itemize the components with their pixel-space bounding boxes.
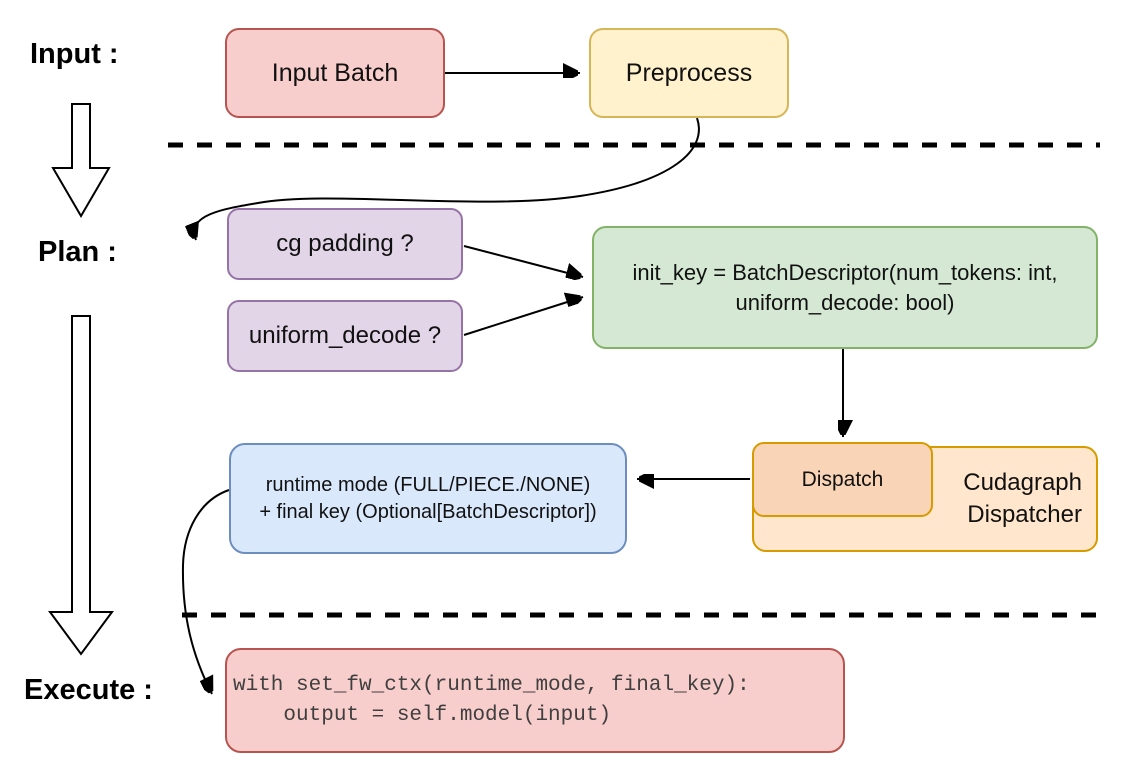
cg-padding-label: cg padding ? bbox=[276, 230, 414, 258]
node-cg-padding: cg padding ? bbox=[227, 208, 463, 280]
input-to-plan-arrow bbox=[51, 103, 111, 218]
runtime-result-line1: runtime mode (FULL/PIECE./NONE) bbox=[265, 474, 591, 497]
node-execute-code: with set_fw_ctx(runtime_mode, final_key)… bbox=[225, 648, 845, 753]
arrow-cgpadding-to-initkey bbox=[463, 245, 583, 277]
plan-stage-label: Plan : bbox=[38, 236, 117, 268]
node-init-key: init_key = BatchDescriptor(num_tokens: i… bbox=[592, 226, 1098, 349]
input-stage-label: Input : bbox=[30, 38, 119, 70]
plan-to-execute-arrow bbox=[48, 315, 114, 656]
execute-stage-label: Execute : bbox=[24, 674, 153, 706]
execute-code-line2: output = self.model(input) bbox=[233, 703, 612, 727]
arrow-runtime-to-execute bbox=[181, 489, 230, 694]
node-dispatch: Dispatch bbox=[752, 442, 933, 517]
cudagraph-dispatcher-line2: Dispatcher bbox=[967, 501, 1082, 528]
init-key-line1: init_key = BatchDescriptor(num_tokens: i… bbox=[632, 260, 1058, 286]
node-uniform-decode: uniform_decode ? bbox=[227, 300, 463, 372]
preprocess-label: Preprocess bbox=[625, 58, 753, 87]
node-runtime-result: runtime mode (FULL/PIECE./NONE) + final … bbox=[229, 443, 627, 554]
arrow-uniformdecode-to-initkey bbox=[463, 297, 584, 336]
runtime-result-line2: + final key (Optional[BatchDescriptor]) bbox=[259, 500, 597, 523]
cudagraph-dispatcher-line1: Cudagraph bbox=[963, 469, 1082, 497]
input-batch-label: Input Batch bbox=[271, 58, 399, 87]
dispatch-label: Dispatch bbox=[801, 467, 884, 491]
init-key-line2: uniform_decode: bool) bbox=[735, 289, 955, 315]
execute-code-line1: with set_fw_ctx(runtime_mode, final_key)… bbox=[233, 673, 750, 697]
node-preprocess: Preprocess bbox=[589, 28, 789, 118]
uniform-decode-label: uniform_decode ? bbox=[248, 322, 442, 350]
node-input-batch: Input Batch bbox=[225, 28, 445, 118]
